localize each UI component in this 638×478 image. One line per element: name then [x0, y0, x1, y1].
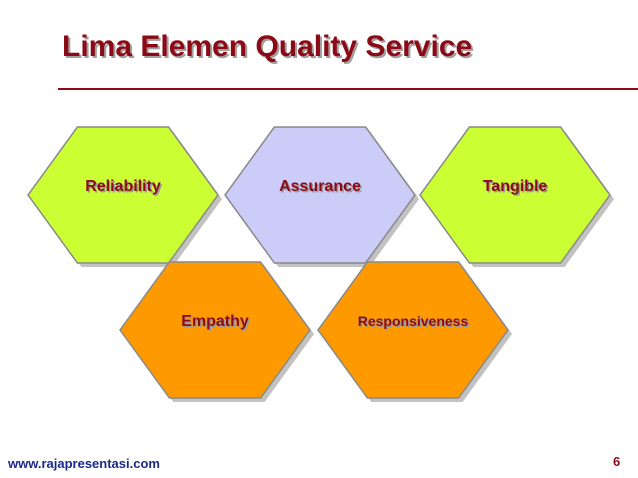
slide-title: Lima Elemen Quality Service [62, 30, 473, 63]
label-empathy-shadow: Empathy [183, 315, 251, 332]
label-reliability: Reliability [85, 178, 161, 195]
label-tangible-shadow: Tangible [484, 180, 549, 197]
label-tangible: Tangible [483, 178, 548, 195]
footer-url[interactable]: www.rajapresentasi.com [8, 456, 160, 471]
page-number: 6 [613, 454, 621, 469]
label-responsiveness: Responsiveness [358, 313, 469, 329]
label-responsiveness-shadow: Responsiveness [359, 315, 470, 331]
title-divider [58, 88, 638, 90]
label-assurance-shadow: Assurance [281, 180, 363, 197]
hexagon-assurance [224, 126, 416, 264]
hexagon-tangible [419, 126, 611, 264]
hexagon-empathy [119, 261, 311, 399]
hexagon-responsiveness [317, 261, 509, 399]
label-assurance: Assurance [279, 178, 361, 195]
label-empathy: Empathy [181, 313, 249, 330]
label-reliability-shadow: Reliability [87, 180, 163, 197]
